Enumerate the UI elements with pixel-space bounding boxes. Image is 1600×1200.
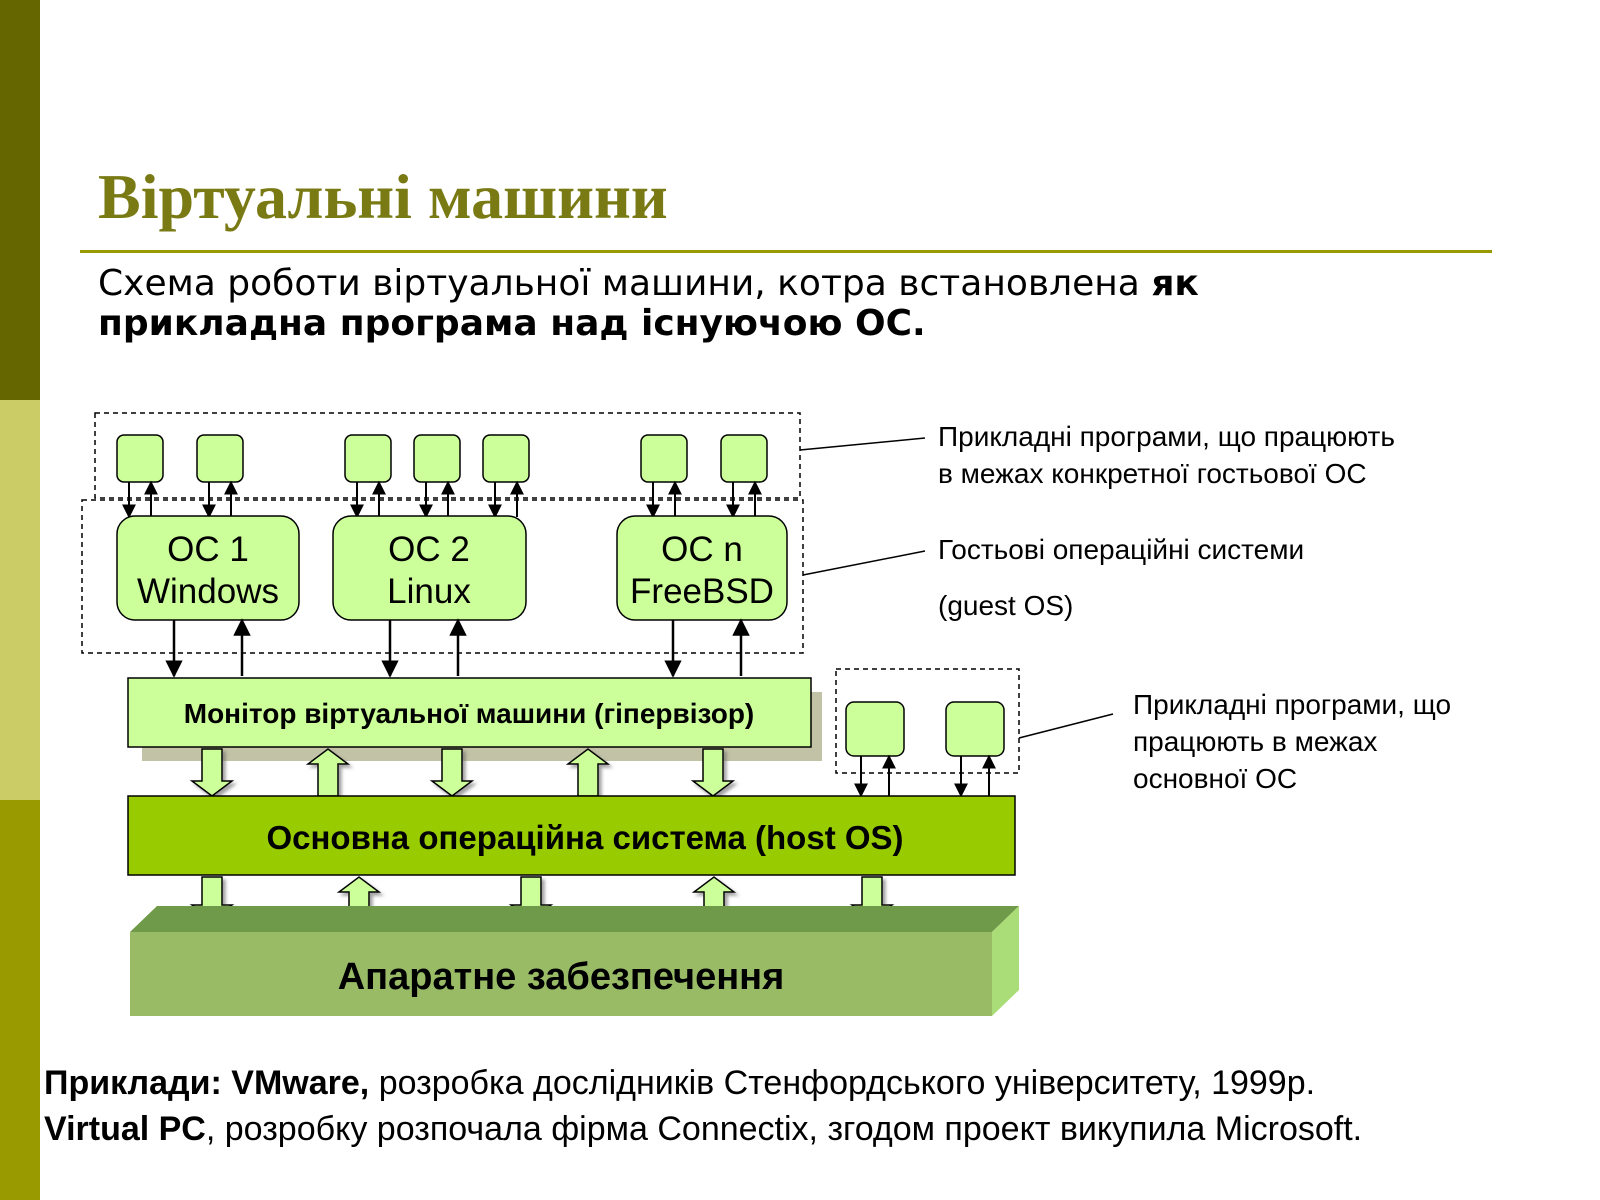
hypervisor-host-block-arrows [189, 748, 736, 797]
title-divider [80, 250, 1492, 253]
guest-os-name: Linux [387, 572, 471, 611]
annotation-host-apps: Прикладні програми, що працюють в межах … [1133, 689, 1451, 794]
host-app-box [945, 701, 1005, 757]
slide-title: Віртуальні машини [98, 161, 668, 232]
guest-os-label: ОС n [661, 530, 743, 569]
annotation-line: основної ОС [1133, 763, 1297, 794]
host-os-label: Основна операційна система (host OS) [266, 819, 903, 856]
app-os-arrows [122, 480, 762, 519]
guest-app-box [482, 434, 530, 483]
host-os-block: Основна операційна система (host OS) [127, 795, 1016, 876]
guest-os-name: Windows [137, 572, 279, 611]
guest-os-linux: ОС 2 Linux [332, 515, 527, 621]
footer-text: , розробку розпочала фірма Connectix, зг… [205, 1110, 1363, 1148]
annotation-line: працюють в межах [1133, 726, 1377, 757]
guest-app-box [720, 434, 768, 483]
guest-app-box [640, 434, 688, 483]
host-app-box [845, 701, 905, 757]
examples-footer: Приклади: VMware, розробка дослідників С… [44, 1060, 1584, 1152]
guest-app-box [116, 434, 164, 483]
subtitle-normal-text: Схема роботи віртуальної машини, котра в… [98, 263, 1152, 304]
guest-app-box [413, 434, 461, 483]
footer-line-2: Virtual PC, розробку розпочала фірма Con… [44, 1106, 1584, 1152]
annotation-line: (guest OS) [938, 590, 1073, 621]
hypervisor-label: Монітор віртуальної машини (гіпервізор) [184, 698, 755, 729]
slide-subtitle: Схема роботи віртуальної машини, котра в… [98, 264, 1418, 344]
os-hypervisor-arrows [165, 618, 750, 678]
side-bar-middle [0, 400, 40, 800]
side-bar-bottom [0, 800, 40, 1200]
footer-text: розробка дослідників Стенфордського унів… [369, 1064, 1316, 1102]
hardware-block: Апаратне забезпечення [130, 906, 1019, 1016]
guest-os-freebsd: ОС n FreeBSD [616, 515, 788, 621]
host-app-arrows [854, 754, 996, 798]
callout-lines [799, 437, 1114, 739]
guest-os-windows: ОС 1 Windows [116, 515, 300, 621]
host-apps-group [835, 668, 1020, 774]
annotation-line: Прикладні програми, що працюють [938, 421, 1395, 452]
guest-app-box [196, 434, 244, 483]
annotation-guest-apps: Прикладні програми, що працюють в межах … [938, 421, 1395, 489]
guest-apps-group [94, 412, 801, 499]
footer-bold: Virtual PC [44, 1110, 206, 1148]
hypervisor-block: Монітор віртуальної машини (гіпервізор) [127, 677, 822, 761]
host-app-boxes [845, 701, 1005, 757]
guest-os-label: ОС 2 [388, 530, 470, 569]
side-bar-top [0, 0, 40, 400]
footer-bold: Приклади: VMware, [44, 1064, 370, 1102]
footer-line-1: Приклади: VMware, розробка дослідників С… [44, 1060, 1584, 1106]
guest-os-name: FreeBSD [630, 572, 774, 611]
annotation-guest-os: Гостьові операційні системи (guest OS) [938, 534, 1304, 621]
guest-app-boxes [116, 434, 768, 483]
annotation-line: Прикладні програми, що [1133, 689, 1451, 720]
guest-os-group [81, 499, 804, 654]
annotation-line: в межах конкретної гостьової ОС [938, 458, 1367, 489]
guest-app-box [344, 434, 392, 483]
annotation-line: Гостьові операційні системи [938, 534, 1304, 565]
subtitle-bold-text: як прикладна програма над існуючою ОС. [98, 263, 1199, 344]
hardware-label: Апаратне забезпечення [338, 956, 785, 998]
guest-os-label: ОС 1 [167, 530, 249, 569]
